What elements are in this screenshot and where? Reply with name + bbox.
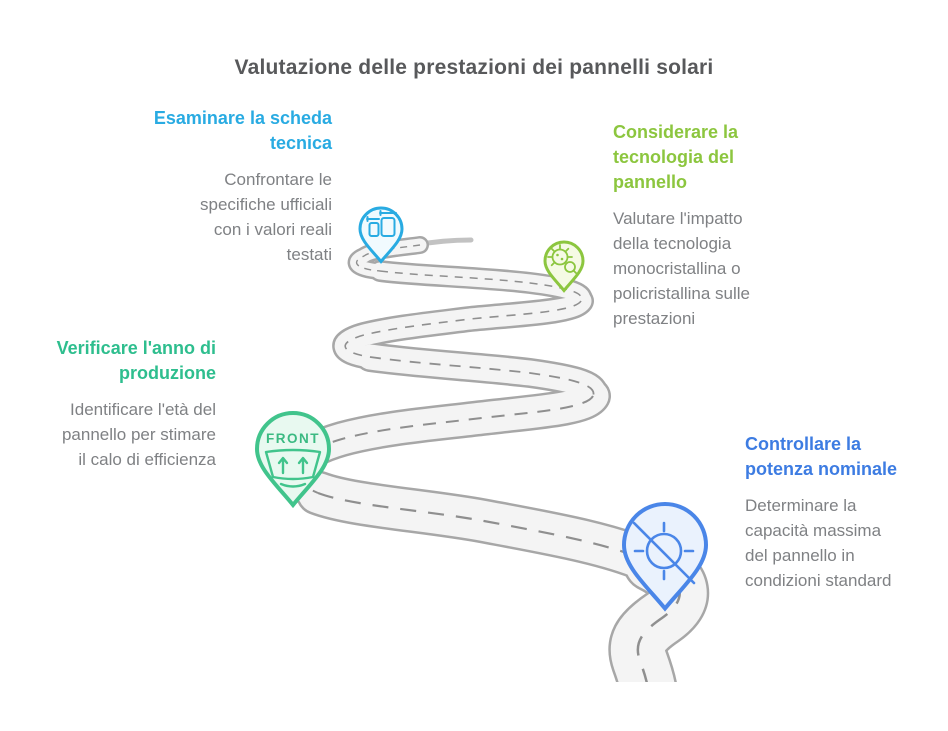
nominal-power-pin (621, 502, 709, 612)
step-block-production-year: Verificare l'anno di produzione Identifi… (0, 336, 216, 472)
production-year-pin: FRONT (254, 411, 332, 509)
windshield-arrows-icon (264, 448, 322, 488)
sun-slash-icon (632, 521, 696, 585)
step-body-datasheet: Confrontare le specifiche ufficiali con … (200, 170, 332, 264)
step-body-nominal-power: Determinare la capacità massima del pann… (745, 496, 892, 590)
technology-pin (543, 240, 585, 293)
step-heading-nominal-power: Controllare la potenza nominale (745, 434, 898, 479)
step-heading-technology: Considerare la tecnologia del pannello (613, 122, 739, 192)
step-heading-datasheet: Esaminare la scheda tecnica (153, 108, 332, 153)
step-block-nominal-power: Controllare la potenza nominale Determin… (745, 432, 945, 593)
step-heading-production-year: Verificare l'anno di produzione (56, 338, 216, 383)
front-pin-label: FRONT (266, 431, 320, 446)
datasheet-pin (358, 206, 404, 264)
step-body-technology: Valutare l'impatto della tecnologia mono… (613, 209, 751, 328)
step-body-production-year: Identificare l'età del pannello per stim… (61, 400, 216, 469)
step-block-datasheet: Esaminare la scheda tecnica Confrontare … (72, 106, 332, 267)
gear-magnifier-icon (547, 244, 579, 276)
page-title: Valutazione delle prestazioni dei pannel… (234, 56, 714, 79)
step-block-technology: Considerare la tecnologia del pannello V… (613, 120, 823, 331)
spec-comparison-icon (366, 210, 397, 237)
